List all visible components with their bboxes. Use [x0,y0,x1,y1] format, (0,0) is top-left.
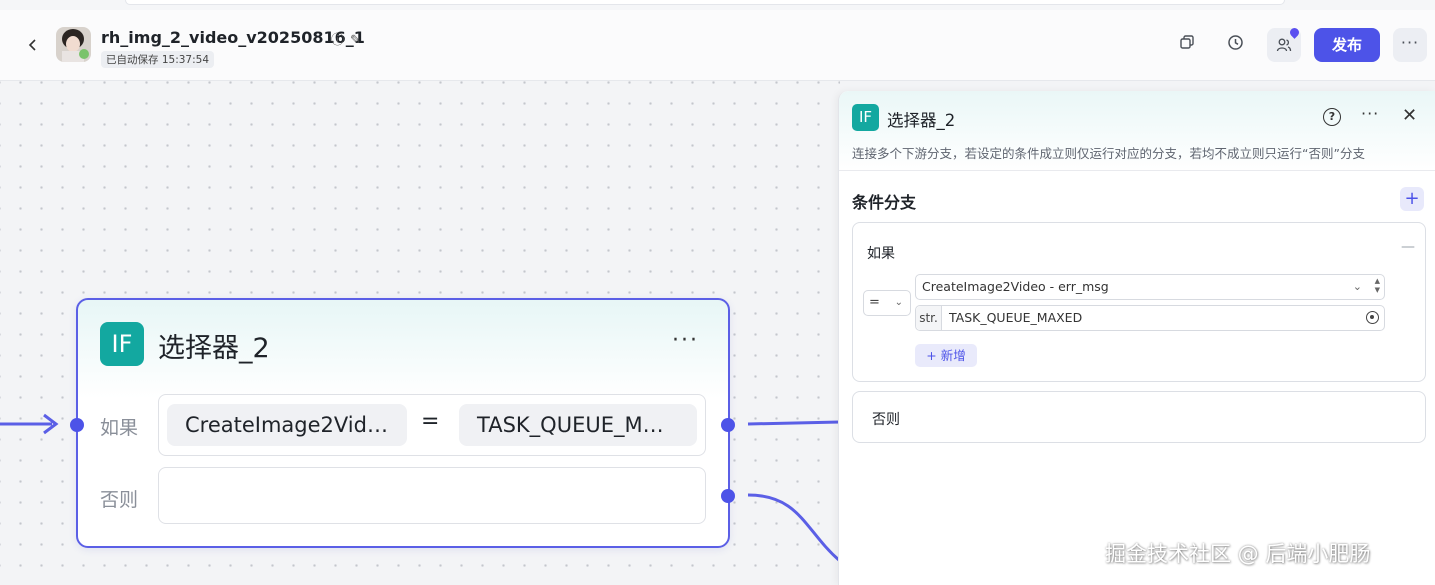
selector-node[interactable]: IF 选择器_2 ··· 如果 CreateImage2Vid… = TASK_… [70,298,735,548]
if-node-icon: IF [100,322,144,366]
back-arrow-icon[interactable] [24,36,42,54]
value-text: TASK_QUEUE_MAXED [949,310,1083,325]
condition-operator: = [421,409,440,434]
add-condition-button[interactable]: + 新增 [915,344,977,367]
else-branch-edge [747,493,840,563]
edges-layer [0,413,840,563]
copy-icon[interactable] [1176,34,1198,56]
top-search-bar[interactable] [125,0,1285,5]
chevron-down-icon: ⌄ [894,297,903,308]
title-icons: ⓘ✎ [331,29,367,48]
chevron-down-icon: ⌄ [1352,280,1362,293]
collaborators-button[interactable] [1267,26,1301,62]
node-title: 选择器_2 [158,333,270,364]
edit-icon[interactable]: ✎ [350,33,361,48]
add-branch-button[interactable]: + [1400,187,1424,211]
condition-variable-pill: CreateImage2Vid… [167,404,407,446]
value-type-select[interactable]: str. [916,306,942,330]
workflow-title: rh_img_2_video_v20250816_1 [101,28,365,47]
operator-select[interactable]: = ⌄ [863,290,911,316]
variable-value: CreateImage2Video - err_msg [922,279,1109,294]
node-else-label: 否则 [100,489,139,511]
watermark: 掘金技术社区 @ 后端小肥肠 [1105,542,1371,566]
incoming-arrow-icon [43,413,59,435]
condition-value-pill: TASK_QUEUE_M… [459,404,697,446]
else-branch-title: 否则 [872,412,900,428]
if-branch-edge [747,420,840,426]
operator-value: = [869,295,880,310]
node-if-label: 如果 [100,417,139,439]
panel-header: IF 选择器_2 ? ··· ✕ 连接多个下游分支，若设定的条件成立则仅运行对应… [839,91,1435,171]
top-strip [0,0,1435,10]
node-else-branch[interactable] [158,467,706,524]
else-output-port[interactable] [721,489,735,503]
more-menu-button[interactable]: ··· [1393,28,1427,62]
if-branch-card: 如果 — = ⌄ CreateImage2Video - err_msg ⌄ ▲… [852,222,1426,382]
collapse-icon[interactable]: — [1401,239,1415,255]
if-output-port[interactable] [721,418,735,432]
workflow-canvas[interactable]: IF 选择器_2 ··· 如果 CreateImage2Vid… = TASK_… [0,81,840,585]
history-icon[interactable] [1224,34,1246,56]
variable-reference-icon[interactable] [1366,311,1379,324]
info-icon[interactable]: ⓘ [331,33,345,48]
node-settings-panel: IF 选择器_2 ? ··· ✕ 连接多个下游分支，若设定的条件成立则仅运行对应… [838,91,1435,585]
help-icon[interactable]: ? [1323,108,1341,126]
node-if-condition[interactable]: CreateImage2Vid… = TASK_QUEUE_M… [158,394,706,456]
if-branch-title: 如果 [867,246,895,262]
input-port[interactable] [70,418,84,432]
section-title: 条件分支 [852,193,917,212]
value-input[interactable]: str. TASK_QUEUE_MAXED [915,305,1385,331]
variable-select[interactable]: CreateImage2Video - err_msg ⌄ ▲▼ [915,274,1385,300]
node-more-button[interactable]: ··· [672,328,699,353]
publish-button[interactable]: 发布 [1314,28,1380,62]
app-header: rh_img_2_video_v20250816_1 ⓘ✎ 已自动保存 15:3… [0,10,1435,81]
avatar[interactable] [56,27,91,62]
if-node-icon: IF [852,104,879,131]
panel-description: 连接多个下游分支，若设定的条件成立则仅运行对应的分支，若均不成立则只运行“否则”… [852,146,1365,161]
else-branch-card: 否则 [852,391,1426,443]
spinner-icon[interactable]: ▲▼ [1374,277,1380,294]
panel-more-button[interactable]: ··· [1361,104,1380,123]
autosave-status: 已自动保存 15:37:54 [101,51,214,68]
panel-title[interactable]: 选择器_2 [887,111,956,130]
close-icon[interactable]: ✕ [1402,105,1418,126]
